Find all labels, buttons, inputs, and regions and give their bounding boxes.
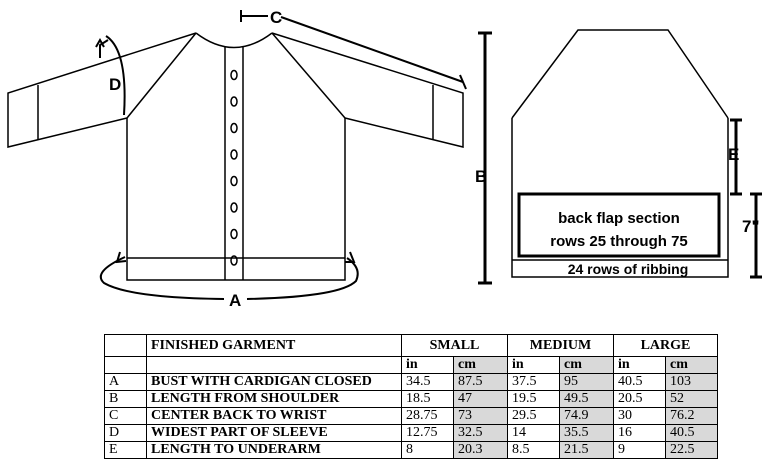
row-value: 87.5 xyxy=(453,373,508,391)
row-value: 8.5 xyxy=(507,441,560,459)
row-key: E xyxy=(104,441,147,459)
unit-cm: cm xyxy=(453,356,508,374)
row-value: 37.5 xyxy=(507,373,560,391)
size-large-header: LARGE xyxy=(613,334,718,357)
row-value: 14 xyxy=(507,424,560,442)
label-d: D xyxy=(109,75,121,94)
row-value: 95 xyxy=(559,373,614,391)
button-icon xyxy=(230,255,238,266)
table-header-row: FINISHED GARMENT SMALL MEDIUM LARGE xyxy=(104,334,718,357)
ribbing-text: 24 rows of ribbing xyxy=(568,261,689,277)
finished-garment-table: FINISHED GARMENT SMALL MEDIUM LARGE in c… xyxy=(104,334,718,459)
row-label: CENTER BACK TO WRIST xyxy=(146,407,402,425)
row-value: 28.75 xyxy=(401,407,454,425)
label-c: C xyxy=(270,8,282,27)
schematic-diagram: C D A B back flap section rows 25 throug… xyxy=(7,8,762,310)
back-flap-box xyxy=(517,192,721,258)
units-empty-cell xyxy=(104,356,147,374)
row-value: 49.5 xyxy=(559,390,614,408)
dimension-ribbing-height xyxy=(750,192,762,279)
row-value: 19.5 xyxy=(507,390,560,408)
row-value: 30 xyxy=(613,407,666,425)
unit-in: in xyxy=(401,356,454,374)
size-small-header: SMALL xyxy=(401,334,508,357)
row-value: 20.3 xyxy=(453,441,508,459)
unit-cm: cm xyxy=(559,356,614,374)
row-value: 35.5 xyxy=(559,424,614,442)
table-units-row: in cm in cm in cm xyxy=(104,356,718,374)
flap-text-line-2: rows 25 through 75 xyxy=(550,233,688,250)
row-label: BUST WITH CARDIGAN CLOSED xyxy=(146,373,402,391)
unit-in: in xyxy=(507,356,560,374)
row-value: 9 xyxy=(613,441,666,459)
row-value: 32.5 xyxy=(453,424,508,442)
label-b: B xyxy=(475,167,487,186)
dimension-a xyxy=(99,251,359,300)
label-ribbing-height: 7" xyxy=(742,217,760,236)
table-corner-cell xyxy=(104,334,147,357)
button-icon xyxy=(230,122,238,134)
row-value: 29.5 xyxy=(507,407,560,425)
back-piece xyxy=(511,29,729,278)
row-value: 76.2 xyxy=(665,407,718,425)
row-label: LENGTH TO UNDERARM xyxy=(146,441,402,459)
row-value: 47 xyxy=(453,390,508,408)
row-label: WIDEST PART OF SLEEVE xyxy=(146,424,402,442)
size-medium-header: MEDIUM xyxy=(507,334,614,357)
row-value: 40.5 xyxy=(613,373,666,391)
button-icon xyxy=(230,175,238,187)
button-column xyxy=(230,69,238,266)
row-label: LENGTH FROM SHOULDER xyxy=(146,390,402,408)
flap-text-line-1: back flap section xyxy=(558,210,680,227)
row-value: 21.5 xyxy=(559,441,614,459)
button-icon xyxy=(230,202,238,213)
finished-garment-header: FINISHED GARMENT xyxy=(146,334,402,357)
button-icon xyxy=(230,69,238,81)
units-empty-cell xyxy=(146,356,402,374)
unit-cm: cm xyxy=(665,356,718,374)
row-value: 20.5 xyxy=(613,390,666,408)
row-value: 52 xyxy=(665,390,718,408)
label-a: A xyxy=(229,291,241,310)
dimension-d xyxy=(95,35,126,116)
row-value: 74.9 xyxy=(559,407,614,425)
dimension-b xyxy=(478,31,492,285)
button-icon xyxy=(230,149,238,160)
button-icon xyxy=(230,96,238,107)
row-key: D xyxy=(104,424,147,442)
row-key: B xyxy=(104,390,147,408)
row-key: A xyxy=(104,373,147,391)
row-value: 8 xyxy=(401,441,454,459)
dimension-e xyxy=(730,118,742,196)
row-value: 16 xyxy=(613,424,666,442)
row-value: 40.5 xyxy=(665,424,718,442)
row-value: 34.5 xyxy=(401,373,454,391)
front-cardigan xyxy=(7,32,464,281)
row-value: 22.5 xyxy=(665,441,718,459)
row-key: C xyxy=(104,407,147,425)
row-value: 12.75 xyxy=(401,424,454,442)
row-value: 103 xyxy=(665,373,718,391)
row-value: 18.5 xyxy=(401,390,454,408)
button-icon xyxy=(230,228,238,240)
unit-in: in xyxy=(613,356,666,374)
label-e: E xyxy=(728,145,739,164)
dimension-c xyxy=(240,10,467,90)
row-value: 73 xyxy=(453,407,508,425)
